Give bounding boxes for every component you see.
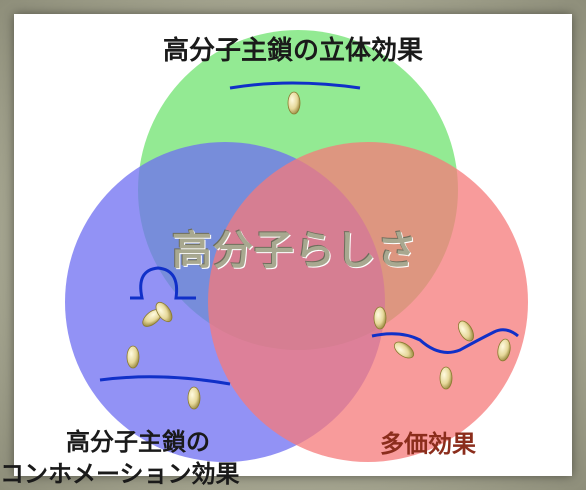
top-chain-illustration [229,81,361,115]
chain-line [99,375,231,386]
chain-line [371,328,519,354]
loop-chain-illustration [130,266,196,327]
top-circle-title: 高分子主鎖の立体効果 [162,36,423,66]
pendant-ellipse [287,91,301,115]
right-chain-illustration [371,306,519,390]
left-circle-title-line1: 高分子主鎖の [66,428,210,456]
chain-line [130,266,196,300]
center-label: 高分子らしさ [172,228,418,274]
circle-right [208,142,528,462]
pendant-ellipse [497,338,511,362]
pendant-ellipse [439,366,453,390]
pendant-ellipse [458,320,474,342]
pendant-ellipse [373,306,387,330]
lower-left-chain-illustration [99,345,231,410]
left-circle-title-line2: コンホメーション効果 [0,460,240,488]
pendant-ellipse [393,341,415,359]
pendant-ellipse [155,301,173,323]
chain-line [229,81,361,90]
right-circle-title: 多価効果 [380,430,476,458]
pendant-ellipse [126,345,140,369]
pendant-ellipse [187,386,201,410]
